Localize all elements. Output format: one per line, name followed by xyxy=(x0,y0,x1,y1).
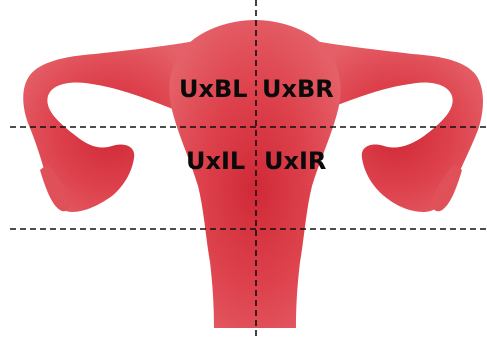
region-label-uxir: UxIR xyxy=(264,147,326,175)
uterus-shape xyxy=(23,20,483,328)
region-label-uxbl: UxBL xyxy=(179,75,248,103)
region-label-uxil: UxIL xyxy=(186,147,245,175)
region-label-uxbr: UxBR xyxy=(262,75,334,103)
